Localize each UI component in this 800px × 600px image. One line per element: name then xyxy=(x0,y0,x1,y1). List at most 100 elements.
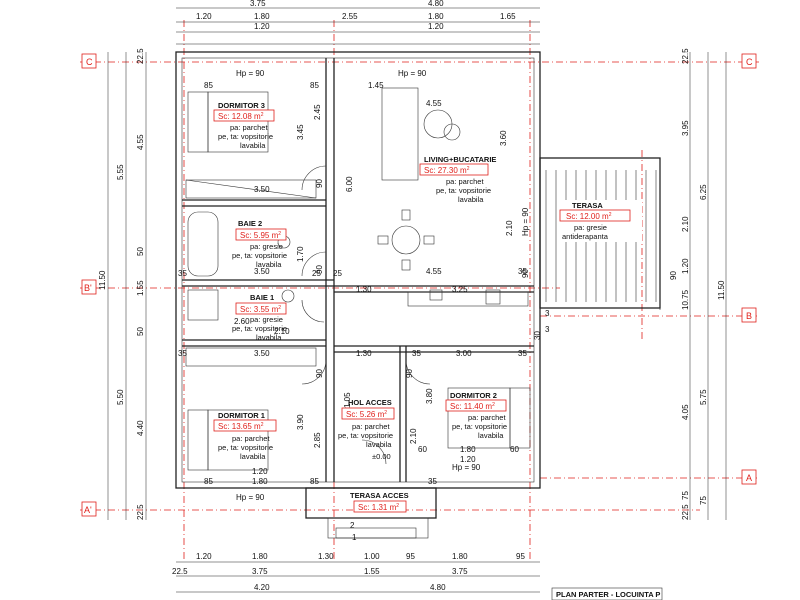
bathtub-icon xyxy=(187,211,219,277)
dim-right-i8: 22.5 xyxy=(681,504,690,520)
door-arc-dormitor3 xyxy=(301,165,327,191)
door-arc-baie2 xyxy=(301,251,327,277)
dim-90-b: 90 xyxy=(315,265,324,274)
dim-35-c: 35 xyxy=(412,349,421,358)
dim-180-b: 1.80 xyxy=(252,477,268,486)
room-baie1: BAIE 1 Sc: 3.55 m2 pa: gresie pe, ta: vo… xyxy=(232,293,287,342)
dim-120-b: 1.20 xyxy=(252,467,268,476)
shower-icon xyxy=(187,289,219,321)
axis-tag-aprime xyxy=(81,501,97,517)
room-name: TERASA ACCES xyxy=(350,491,409,500)
dim-300: 3.00 xyxy=(456,349,472,358)
room-terasa-acces: TERASA ACCES Sc: 1.31 m2 xyxy=(350,491,409,513)
dim-25-a: 25 xyxy=(312,269,321,278)
bottom-dimensions: 1.20 1.80 1.30 1.00 95 1.80 95 22.5 3.75… xyxy=(172,552,540,593)
room-hol: HOL ACCES Sc: 5.26 m2 pa: parchet pe, ta… xyxy=(338,398,395,461)
dim-90-d: 90 xyxy=(405,369,414,378)
dim-350-b: 3.50 xyxy=(254,267,270,276)
dim-350-a: 3.50 xyxy=(254,185,270,194)
dim-top-r1-2: 4.80 xyxy=(428,0,444,8)
room-area: Sc: 11.40 m2 xyxy=(450,402,495,411)
dim-left-i6: 4.40 xyxy=(136,420,145,436)
room-finish-walls: pe, ta: vopsitorie xyxy=(338,431,393,440)
dim-left-outer: 11.50 xyxy=(98,270,107,290)
sofa-icon xyxy=(381,87,419,181)
room-finish-paint: lavabila xyxy=(458,195,484,204)
room-name: BAIE 1 xyxy=(250,293,274,302)
right-dimensions: 22.5 3.95 2.10 1.20 4.05 75 22.5 6.25 5.… xyxy=(681,48,727,520)
dim-bot-r1-3: 1.30 xyxy=(318,552,334,561)
dim-bot-r1-7: 95 xyxy=(516,552,525,561)
dim-bot-r2-1: 22.5 xyxy=(172,567,188,576)
label-hp-d2: Hp = 90 xyxy=(452,463,481,472)
room-name: DORMITOR 1 xyxy=(218,411,265,420)
title-block: PLAN PARTER - LOCUINTA P xyxy=(551,587,663,600)
room-area: Sc: 12.08 m2 xyxy=(218,112,264,121)
top-dimensions: 3.75 4.80 1.20 1.80 2.55 1.80 1.65 1.20 … xyxy=(176,0,540,45)
room-finish-walls: pe, ta: vopsitorie xyxy=(218,443,273,452)
dim-600: 6.00 xyxy=(345,176,354,192)
room-terasa: TERASA Sc: 12.00 m2 pa: gresie antiderap… xyxy=(558,200,642,242)
dim-170: 1.70 xyxy=(296,246,305,262)
step-3: 3 xyxy=(545,309,550,318)
dim-bot-r2-3: 1.55 xyxy=(364,567,380,576)
dim-390: 3.90 xyxy=(296,414,305,430)
axis-label-c-right: C xyxy=(746,57,753,67)
dim-325: 3.25 xyxy=(452,285,468,294)
dim-120-a: 1.20 xyxy=(460,455,476,464)
dim-35-f: 35 xyxy=(428,477,437,486)
left-dimensions: 11.50 5.55 5.50 22.5 4.55 50 1.55 50 4.4… xyxy=(98,48,147,520)
dim-130-b: 1.30 xyxy=(356,349,372,358)
room-finish-walls: pe, ta: vopsitorie xyxy=(218,132,273,141)
label-hp-living: Hp = 90 xyxy=(398,69,427,78)
room-dormitor2: DORMITOR 2 Sc: 11.40 m2 pa: parchet pe, … xyxy=(445,391,507,440)
room-finish-floor: pa: gresie xyxy=(574,223,607,232)
room-name: TERASA xyxy=(572,201,603,210)
dim-130-a: 1.30 xyxy=(356,285,372,294)
dim-top-r2-3: 2.55 xyxy=(342,12,358,21)
room-finish-walls: pe, ta: vopsitorie xyxy=(436,186,491,195)
dim-right-i6: 4.05 xyxy=(681,404,690,420)
room-finish-walls: pe, ta: vopsitorie xyxy=(232,251,287,260)
axis-label-aprime: A' xyxy=(84,505,92,515)
axis-tag-bprime xyxy=(81,279,97,295)
step-3b: 3 xyxy=(545,325,550,334)
dim-bot-r2-2: 3.75 xyxy=(252,567,268,576)
dim-left-i1: 22.5 xyxy=(136,48,145,64)
dim-90-e: 90 xyxy=(521,269,530,278)
dim-right-i4: 2.10 xyxy=(681,216,690,232)
step-2: 2 xyxy=(350,521,355,530)
dim-right-mid-b: 5.75 xyxy=(699,389,708,405)
dim-180-a: 1.80 xyxy=(460,445,476,454)
dim-455-top: 4.55 xyxy=(426,99,442,108)
dim-25-b: 25 xyxy=(333,269,342,278)
axis-tag-a xyxy=(741,469,757,485)
dim-top-r3-1: 1.20 xyxy=(254,22,270,31)
dim-bot-r1-1: 1.20 xyxy=(196,552,212,561)
dim-35-d: 35 xyxy=(518,349,527,358)
axis-tags: C C B' B A A' xyxy=(81,53,757,517)
dim-60-a: 60 xyxy=(418,445,427,454)
dim-top-r2-1: 1.20 xyxy=(196,12,212,21)
dim-35-b: 35 xyxy=(178,349,187,358)
axis-label-bprime: B' xyxy=(84,283,92,293)
dim-left-i2: 4.55 xyxy=(136,134,145,150)
room-finish-floor: pa: gresie xyxy=(250,242,283,251)
bed-icon-dormitor2 xyxy=(509,387,531,449)
axis-label-b: B xyxy=(746,311,752,321)
room-finish-floor: pa: gresie xyxy=(250,315,283,324)
dim-260: 2.60 xyxy=(234,317,250,326)
door-arc-dormitor2 xyxy=(405,359,431,385)
bed-icon-dormitor1 xyxy=(187,409,209,471)
walls xyxy=(175,51,661,539)
dim-left-mid1: 5.55 xyxy=(116,164,125,180)
room-baie2: BAIE 2 Sc: 5.95 m2 pa: gresie pe, ta: vo… xyxy=(232,219,287,269)
dim-245: 2.45 xyxy=(313,104,322,120)
door-arc-entrance xyxy=(361,439,387,465)
dim-left-i7: 22.5 xyxy=(136,504,145,520)
dim-bot-r2-4: 3.75 xyxy=(452,567,468,576)
dim-35-a: 35 xyxy=(178,269,187,278)
room-area: Sc: 5.95 m2 xyxy=(240,231,281,240)
toilet-icon xyxy=(281,289,295,303)
